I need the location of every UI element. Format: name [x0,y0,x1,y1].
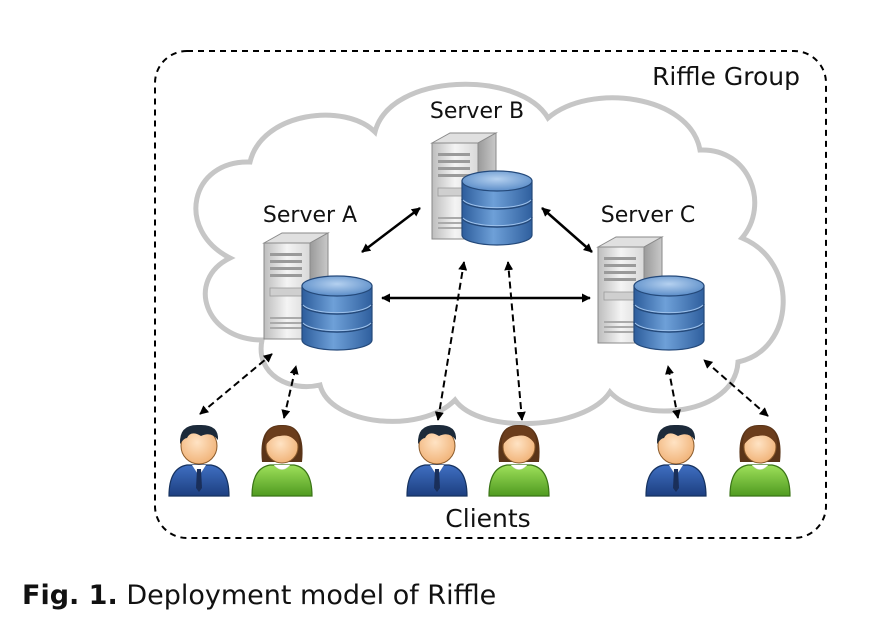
female-user-icon [251,424,313,497]
server-c-label: Server C [601,203,696,228]
riffle-group-boundary [154,50,827,539]
arrow-client6-c [703,359,769,417]
server-c: Server C [597,203,705,351]
arrow-client1-a [199,353,273,415]
database-icon [461,170,533,246]
figure-caption-text: Deployment model of Riffle [117,580,497,611]
male-user-icon [406,424,468,497]
arrow-b-c [541,207,593,253]
female-user-icon [488,424,550,497]
figure-caption: Fig. 1. Deployment model of Riffle [22,580,496,611]
arrow-client5-c [665,365,681,419]
group-label: Riffle Group [652,62,800,91]
figure-number: Fig. 1. [22,580,118,611]
male-user-icon [168,424,230,497]
server-a-label: Server A [263,203,357,228]
male-user-icon [645,424,707,497]
server-b: Server B [430,99,533,246]
database-icon [633,275,705,351]
arrow-a-b [361,207,421,253]
server-a: Server A [263,203,373,351]
arrow-client2-a [281,365,299,419]
clients-label: Clients [445,504,530,533]
female-user-icon [729,424,791,497]
server-b-label: Server B [430,99,524,124]
arrow-client4-b [504,261,526,421]
arrow-client3-b [434,261,468,421]
database-icon [301,275,373,351]
